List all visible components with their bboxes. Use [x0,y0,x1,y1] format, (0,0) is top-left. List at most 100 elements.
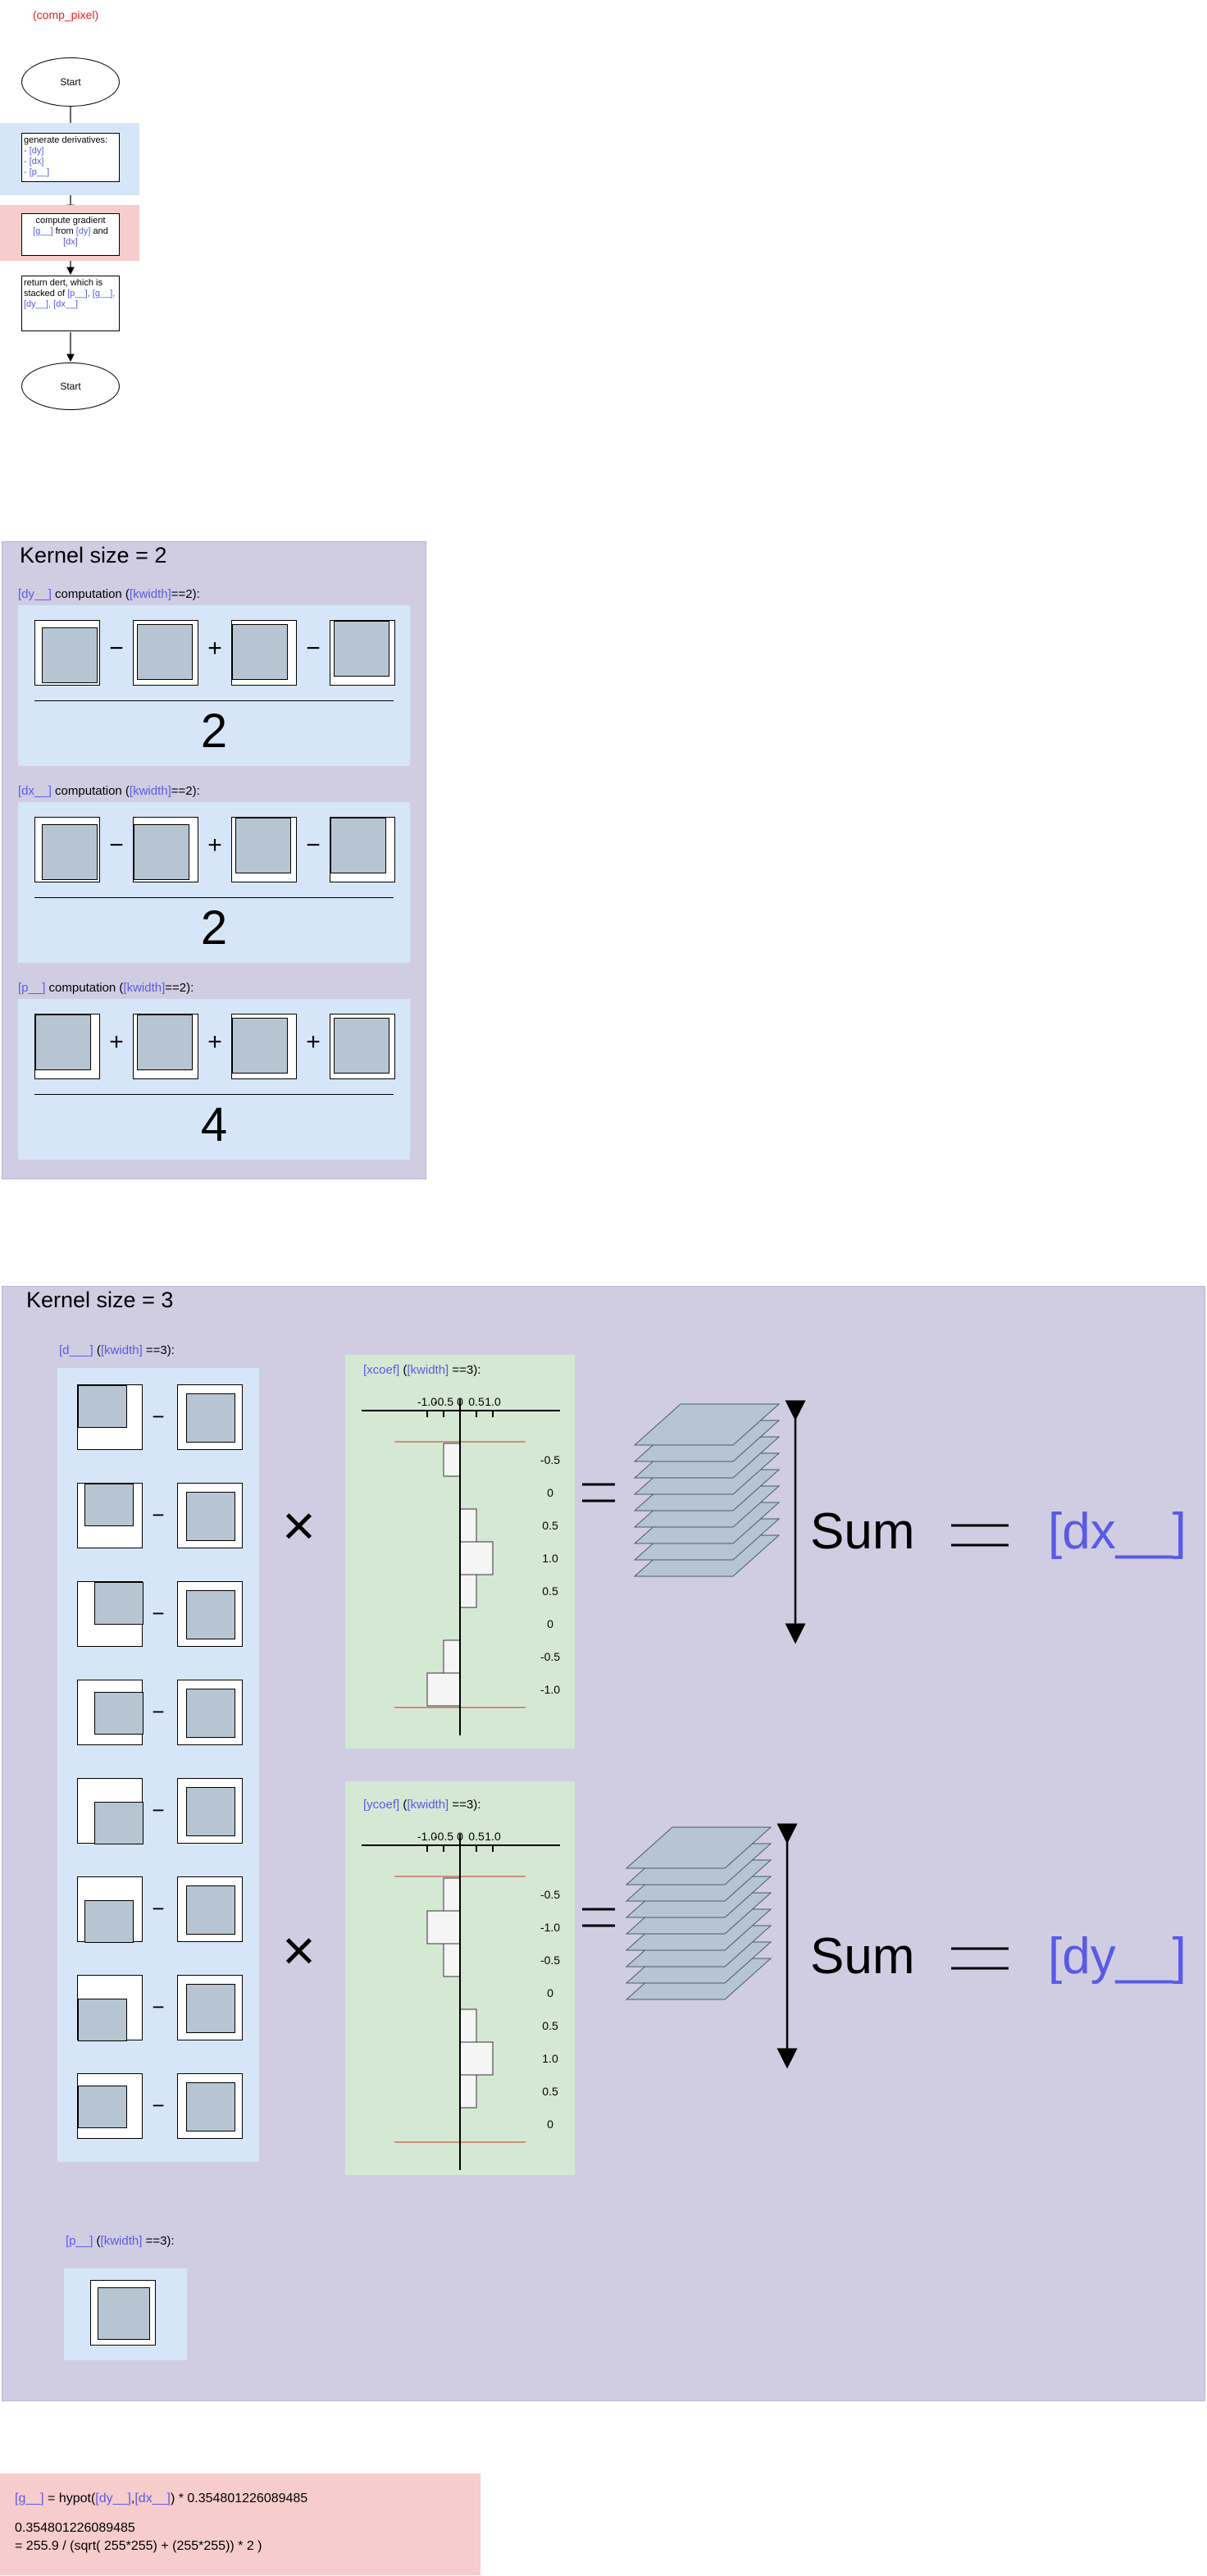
k2-kernel-square [232,1018,288,1074]
flow-start-node: Start [21,57,120,107]
coef-tick-label: -0.5 [434,1830,453,1843]
p3-frame [90,2280,156,2346]
k2-kernel-frame [231,817,297,882]
sum-label-y: Sum [810,1928,915,1985]
coef-bar [459,1508,477,1543]
coef-value-label: 1.0 [542,1552,558,1565]
k3-center-square [186,1689,235,1738]
k3-neighbor-square [78,1385,127,1428]
k2-kernel-frame [133,620,198,686]
coef-tick-label: -1.0 [417,1395,437,1408]
coef-bar [459,1541,494,1575]
k3-neighbor-frame [77,1876,143,1943]
k3-minus: − [152,1896,165,1921]
formula-line-1: [g__] = hypot([dy__],[dx__]) * 0.3548012… [15,2492,308,2505]
coef-bar [426,1910,461,1945]
k3-neighbor-frame [77,1778,143,1844]
coef-tick-label: 1.0 [485,1395,501,1408]
k2-kernel-square [334,621,389,677]
k3-neighbor-square [94,1582,143,1625]
k3-center-frame [177,1778,243,1844]
kernel3-result-graphics [582,1400,1009,2069]
k2-kernel-square [235,818,291,873]
k2-fraction-bar [34,700,394,701]
equals-sign-y [582,1908,615,1927]
k3-neighbor-square [94,1692,143,1735]
flow-return-node: return dert, which is stacked of [p__], … [21,276,120,331]
ycoef-label: [ycoef] ([kwidth] ==3): [363,1798,481,1812]
k2-operator: − [109,832,124,859]
k2-kernel-frame [34,1014,100,1079]
k2-kernel-frame [34,817,100,882]
k2-kernel-frame [133,817,198,882]
k2-operator: − [109,635,124,662]
coef-value-label: -0.5 [540,1453,560,1466]
k2-fraction-bar [34,1094,394,1095]
k2-operator: − [306,635,321,662]
double-line-y [951,1947,1009,1970]
k3-neighbor-square [78,1999,127,2041]
generate-item-dx: - [dx] [24,157,44,166]
k3-center-frame [177,1975,243,2040]
k3-neighbor-square [84,1484,134,1526]
k2-kernel-square [232,624,288,680]
k3-center-frame [177,1876,243,1942]
k2-operator: + [109,1028,124,1055]
k2-section-label: [dx__] computation ([kwidth]==2): [18,784,200,798]
coef-value-label: 0 [547,1617,553,1630]
k3-neighbor-frame [77,1581,143,1647]
xcoef-label: [xcoef] ([kwidth] ==3): [363,1363,481,1377]
k3-minus: − [152,1404,165,1429]
coef-tick-label: 1.0 [485,1830,501,1843]
k2-section-label: [p__] computation ([kwidth]==2): [18,981,194,995]
k3-neighbor-square [78,2086,127,2128]
coef-tick-label: -1.0 [417,1830,437,1843]
generate-item-dy: - [dy] [24,146,44,156]
coef-value-label: 0.5 [542,2085,558,2098]
coef-bar [459,2008,477,2043]
k3-center-frame [177,1384,243,1450]
coef-bar [443,1943,461,1977]
generate-title: generate derivatives: [24,135,108,145]
stack-plane [625,1826,772,1869]
k3-minus: − [152,1798,165,1822]
k2-kernel-frame [330,620,395,686]
k2-kernel-square [35,1014,91,1070]
generate-item-p: - [p__] [24,167,50,177]
stack-plane [633,1403,781,1446]
flow-generate-node: generate derivatives: - [dy] - [dx] - [p… [21,133,120,182]
k2-kernel-frame [330,817,395,882]
k3-neighbor-frame [77,2073,143,2139]
k2-kernel-square [137,1014,193,1070]
coef-value-label: 0.5 [542,2019,558,2032]
kernel2-title: Kernel size = 2 [20,543,167,568]
coef-bar [443,1877,461,1912]
coef-bar [443,1443,461,1477]
k3-neighbor-frame [77,1483,143,1548]
k3-neighbor-square [94,1802,143,1844]
k2-kernel-square [134,824,189,880]
k2-kernel-frame [133,1014,198,1079]
stack-x [633,1403,781,1577]
coef-value-label: 0 [547,1486,553,1499]
k2-operator: + [207,635,222,662]
k3-minus: − [152,1601,165,1625]
k2-kernel-frame [330,1014,395,1079]
coef-value-label: 0 [547,1986,553,1999]
coef-bar [426,1672,461,1707]
p3-square [98,2287,150,2340]
k2-kernel-square [42,824,98,880]
k2-kernel-frame [231,620,297,686]
formula-note [0,2473,481,2575]
formula-line-2: 0.354801226089485 [15,2521,135,2535]
k3-minus: − [152,1502,165,1527]
equals-sign-x [582,1483,615,1502]
k2-section-label: [dy__] computation ([kwidth]==2): [18,587,200,601]
k3-center-square [186,1984,235,2033]
k2-fraction-bar [34,897,394,898]
coef-tick-label: 0.5 [468,1395,485,1408]
k3-center-square [186,1787,235,1836]
coef-value-label: -0.5 [540,1888,560,1901]
k3-minus: − [152,2093,165,2118]
ycoef-chart: -1.0-0.500.51.0-0.5-1.0-0.500.51.00.50 [362,1830,560,2170]
